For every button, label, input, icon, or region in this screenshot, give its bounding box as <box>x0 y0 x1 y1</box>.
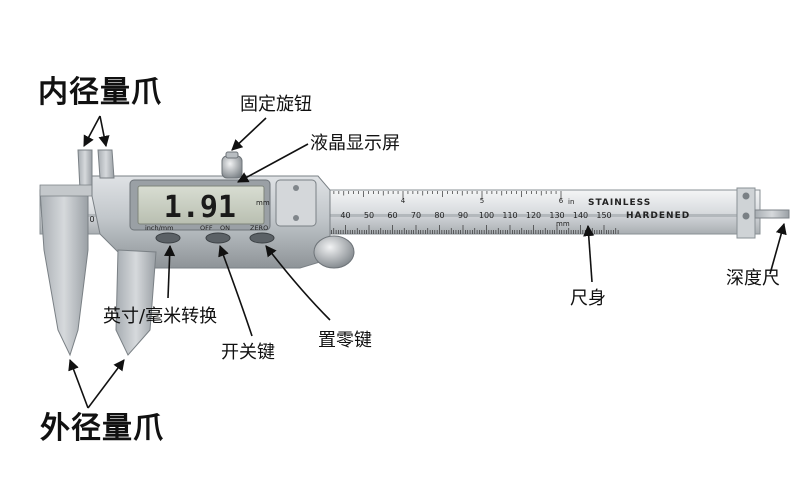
arrow-depth-rod <box>769 222 787 275</box>
zero-button[interactable] <box>249 232 275 244</box>
label-lcd: 液晶显示屏 <box>310 133 400 154</box>
arrow-inner-jaw-left <box>83 115 101 147</box>
arrow-inch-mm <box>164 244 176 299</box>
arrow-lock-screw <box>231 117 267 151</box>
callout-arrows <box>68 115 787 409</box>
label-outer-jaws: 外径量爪 <box>40 411 164 446</box>
mm-number: 40 <box>340 211 350 220</box>
label-depth-rod: 深度尺 <box>726 268 780 289</box>
lcd-unit: mm <box>256 199 270 207</box>
mm-number: 50 <box>364 211 374 220</box>
screw-icon <box>742 212 750 220</box>
depth-rod <box>754 209 790 219</box>
label-inner-jaws: 内径量爪 <box>38 75 162 110</box>
label-zero: 置零键 <box>318 330 372 351</box>
mm-number: 110 <box>502 211 517 220</box>
screw-icon <box>293 185 299 191</box>
mm-number: 80 <box>434 211 444 220</box>
fixed-jaw <box>39 149 93 357</box>
mm-number: 0 <box>89 215 94 224</box>
arrow-zero <box>265 245 331 321</box>
stamp-stainless: STAINLESS <box>588 198 651 208</box>
label-beam: 尺身 <box>570 288 606 309</box>
inch-number: 5 <box>480 197 484 205</box>
mm-number: 100 <box>479 211 494 220</box>
thumb-roller[interactable] <box>313 235 355 269</box>
mm-number: 70 <box>411 211 421 220</box>
inch-unit-label: in <box>568 198 574 206</box>
slider-body <box>91 149 355 356</box>
mm-number: 120 <box>526 211 541 220</box>
mm-number: 140 <box>573 211 588 220</box>
arrow-inner-jaw-right <box>98 115 110 148</box>
stamp-hardened: HARDENED <box>626 211 690 221</box>
power-button[interactable] <box>205 232 231 244</box>
lcd-screen <box>137 185 265 225</box>
inch-number: 4 <box>401 197 406 205</box>
screw-icon <box>293 215 299 221</box>
inch-mm-label: inch/mm <box>145 224 173 232</box>
mm-number: 150 <box>596 211 611 220</box>
mm-number: 60 <box>387 211 397 220</box>
mm-unit-label: mm <box>556 220 570 228</box>
arrow-beam <box>583 224 595 283</box>
mm-number: 130 <box>549 211 564 220</box>
on-label: ON <box>220 224 230 232</box>
lock-screw[interactable] <box>221 151 243 179</box>
arrow-outer-jaw-right <box>87 359 125 409</box>
mm-number: 90 <box>458 211 468 220</box>
arrow-outer-jaw-left <box>68 358 89 409</box>
arrow-lcd <box>237 143 309 183</box>
label-power: 开关键 <box>221 342 275 363</box>
label-inch-mm: 英寸/毫米转换 <box>103 306 218 327</box>
off-label: OFF <box>200 224 213 232</box>
zero-label: ZERO <box>250 224 268 232</box>
mm-scale-ticks: 01030405060708090100110120130140150 <box>89 211 619 234</box>
label-lock-screw: 固定旋钮 <box>240 94 312 115</box>
inch-number: 6 <box>559 197 564 205</box>
inch-mm-button[interactable] <box>155 232 181 244</box>
lcd-reading: 1.91 <box>164 190 236 225</box>
screw-icon <box>742 192 750 200</box>
arrow-power <box>218 244 253 337</box>
